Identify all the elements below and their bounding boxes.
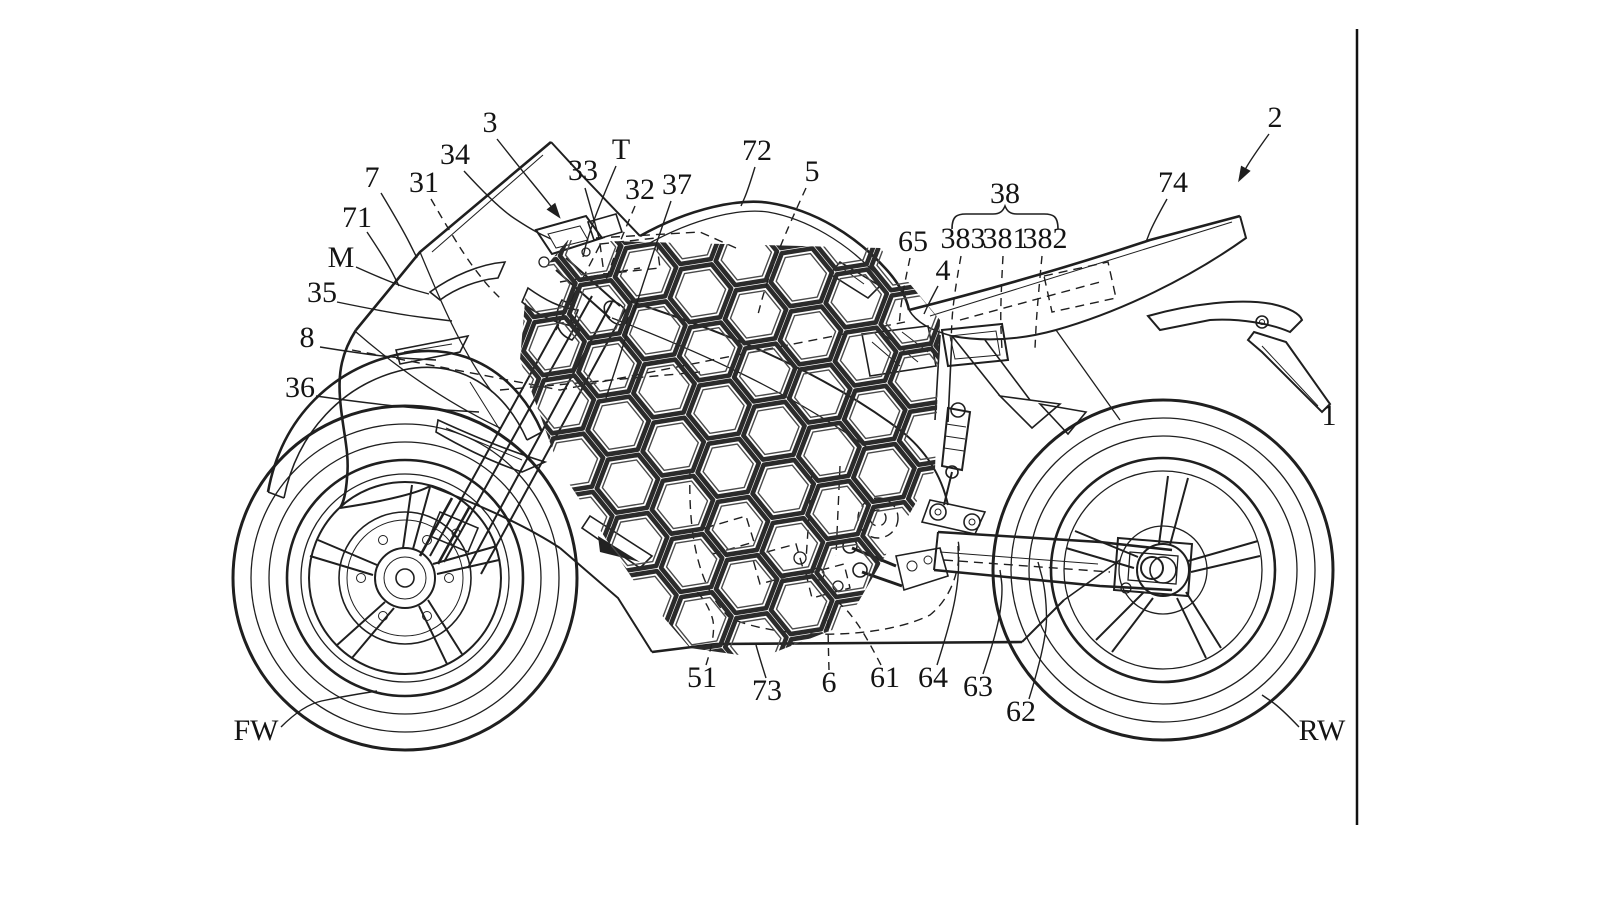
ref-label-37: 37 [605, 168, 692, 399]
tank-vent [828, 260, 882, 300]
ref-number: 65 [898, 225, 928, 258]
ref-number: 382 [1023, 222, 1068, 255]
ref-label-FW: FW [234, 690, 378, 747]
ref-number: 74 [1158, 166, 1188, 199]
ref-label-1: 1 [1322, 399, 1337, 432]
ref-label-36: 36 [285, 371, 480, 413]
ref-label-7: 7 [365, 161, 418, 259]
axle-block [1112, 536, 1194, 598]
ref-label-382: 382 [1023, 222, 1068, 349]
ref-label-34: 34 [440, 138, 552, 240]
ref-label-74: 74 [1145, 166, 1188, 243]
ref-label-2: 2 [1238, 101, 1283, 183]
ref-number: 73 [752, 674, 782, 707]
ref-number: FW [234, 714, 280, 747]
ref-label-381: 381 [983, 222, 1028, 351]
rear-fender [1146, 300, 1332, 414]
ref-number: 31 [409, 166, 439, 199]
ref-number: 63 [963, 670, 993, 703]
ref-label-33: 33 [568, 154, 600, 239]
ref-label-61: 61 [838, 602, 900, 694]
ref-label-73: 73 [752, 644, 782, 707]
fuel-tank [639, 200, 911, 311]
ref-label-8: 8 [300, 321, 437, 361]
rear-subframe [934, 329, 1121, 436]
ref-number: 37 [662, 168, 692, 201]
ref-label-64: 64 [918, 545, 960, 694]
ref-label-32: 32 [605, 173, 655, 281]
mirror [428, 261, 507, 302]
ref-number: 381 [983, 222, 1028, 255]
ref-label-72: 72 [740, 134, 772, 207]
ref-label-6: 6 [822, 601, 837, 699]
ref-label-35: 35 [307, 276, 453, 322]
ref-number: 4 [936, 254, 951, 287]
ref-number: 71 [342, 201, 372, 234]
ref-label-71: 71 [342, 201, 400, 287]
group-brace-38 [951, 203, 1059, 230]
ref-number: 5 [805, 155, 820, 188]
ref-label-383: 383 [941, 222, 986, 342]
winglet [435, 418, 548, 473]
arrowhead [546, 202, 561, 219]
ref-label-T: T [582, 133, 630, 258]
ref-number: 3 [483, 106, 498, 139]
ref-number: 7 [365, 161, 380, 194]
ref-number: 6 [822, 666, 837, 699]
arrowhead [1238, 165, 1251, 183]
ref-number: T [612, 133, 630, 166]
ref-number: 64 [918, 661, 948, 694]
ref-number: 34 [440, 138, 470, 171]
seat-tail [861, 214, 1248, 377]
front-brake-disc-bolts [356, 535, 454, 621]
ref-label-M: M [328, 241, 430, 295]
front-fairing [338, 141, 906, 570]
front-wheel [231, 404, 579, 752]
ref-number: 72 [742, 134, 772, 167]
ref-number: 8 [300, 321, 315, 354]
ref-number: RW [1299, 714, 1346, 747]
ref-number: 62 [1006, 695, 1036, 728]
shock-linkage [920, 402, 987, 535]
ref-number: 1 [1322, 399, 1337, 432]
ref-number: 35 [307, 276, 337, 309]
ref-label-63: 63 [963, 569, 1003, 703]
ref-label-5: 5 [756, 155, 820, 319]
ref-number: 2 [1268, 101, 1283, 134]
ref-number: 383 [941, 222, 986, 255]
mud-flap [1246, 330, 1332, 414]
ref-label-3: 3 [483, 106, 561, 219]
ref-label-31: 31 [409, 166, 504, 302]
ref-number: 51 [687, 661, 717, 694]
ref-label-4: 4 [923, 254, 951, 315]
ref-label-RW: RW [1261, 694, 1346, 747]
ref-number: 33 [568, 154, 598, 187]
swingarm [933, 530, 1194, 598]
ref-number: M [328, 241, 355, 274]
ref-number: 61 [870, 661, 900, 694]
ref-label-51: 51 [687, 588, 717, 694]
rear-wheel-spokes [1065, 475, 1261, 659]
ref-number: 36 [285, 371, 315, 404]
ref-label-62: 62 [1006, 561, 1048, 728]
ref-number: 32 [625, 173, 655, 206]
ref-label-65: 65 [898, 225, 928, 327]
